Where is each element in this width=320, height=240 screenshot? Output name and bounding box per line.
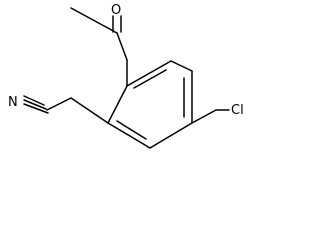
ring-double-bond-inner-3: [116, 120, 147, 140]
ring-bond-c5-c6: [107, 122, 151, 149]
acetonyl-group: [70, 7, 128, 87]
ring-bond-c2-c3: [170, 60, 193, 72]
ring-double-bond-inner-1: [133, 69, 167, 89]
bond-ch2-carbonyl: [116, 32, 128, 61]
cyanomethyl-group: [23, 95, 109, 124]
oxygen-atom-label: O: [111, 3, 121, 18]
benzene-ring: [107, 60, 193, 149]
bond-ring-ch2-cn: [70, 97, 109, 124]
nitrile-triple-bond-a: [23, 103, 49, 114]
chemical-structure-drawing: O N Cl: [8, 3, 244, 149]
bond-ch2-nitrile-carbon: [46, 97, 72, 111]
ring-bond-c6-c1: [107, 85, 128, 124]
bond-ring-ch2-cl: [191, 109, 217, 124]
nitrile-triple-bond-b: [23, 99, 47, 110]
nitrile-triple-bond-c: [23, 95, 45, 106]
nitrogen-atom-label: N: [8, 95, 18, 110]
chloromethyl-group: [191, 109, 230, 124]
chlorine-atom-label: Cl: [231, 103, 244, 118]
ring-bond-c1-c2: [126, 60, 172, 87]
ring-bond-c4-c5: [149, 122, 193, 149]
bond-carbonyl-methyl: [70, 7, 118, 34]
